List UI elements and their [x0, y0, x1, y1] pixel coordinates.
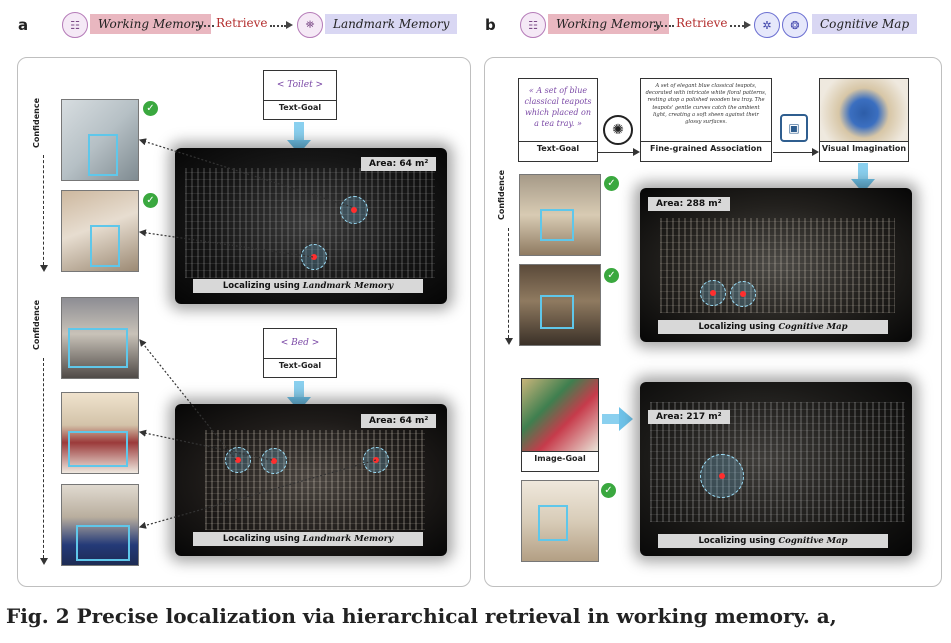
imagined-teapots-image	[820, 79, 908, 141]
teapot-photo-1	[519, 174, 601, 256]
check-icon: ✓	[604, 176, 619, 191]
arrowhead	[812, 148, 819, 156]
arrow-line	[773, 152, 813, 153]
point-cloud-texture	[660, 218, 895, 313]
detection-box	[540, 209, 574, 241]
right-arrow-icon	[619, 407, 633, 431]
imagination-label: Visual Imagination	[820, 141, 908, 155]
area-badge: Area: 217 m²	[648, 410, 730, 424]
panel-b-confidence-arrow	[508, 228, 509, 338]
check-icon: ✓	[604, 268, 619, 283]
point-cloud-map-3: Area: 288 m² Localizing using Cognitive …	[640, 188, 912, 342]
detection-box	[540, 295, 574, 329]
area-badge: Area: 288 m²	[648, 197, 730, 211]
panel-b-confidence-label: Confidence	[497, 170, 506, 220]
point-cloud-map-4: Area: 217 m² Localizing using Cognitive …	[640, 382, 912, 556]
painting-photo	[521, 480, 599, 562]
figure-caption: Fig. 2 Precise localization via hierarch…	[6, 604, 837, 628]
image-generate-icon: ▣	[780, 114, 808, 142]
fine-grained-association: A set of elegant blue classical teapots,…	[640, 78, 772, 162]
visual-imagination: Visual Imagination	[819, 78, 909, 162]
image-goal-label: Image-Goal	[522, 451, 598, 465]
arrowhead	[633, 148, 640, 156]
localizing-label: Localizing using Cognitive Map	[658, 320, 888, 334]
detection-box	[538, 505, 568, 541]
right-arrow-stem	[602, 414, 620, 424]
check-icon: ✓	[601, 483, 616, 498]
arrow-line	[598, 152, 634, 153]
association-label: Fine-grained Association	[641, 141, 771, 155]
association-text: A set of elegant blue classical teapots,…	[641, 79, 771, 141]
location-marker	[700, 280, 726, 306]
localizing-label: Localizing using Cognitive Map	[658, 534, 888, 548]
goal-text: « A set of blue classical teapots which …	[519, 79, 597, 141]
text-goal-teapots: « A set of blue classical teapots which …	[518, 78, 598, 162]
panel-b-confidence-arrowhead	[505, 338, 513, 345]
location-marker	[730, 281, 756, 307]
openai-logo-icon: ✺	[603, 115, 633, 145]
teapot-photo-2	[519, 264, 601, 346]
image-goal: Image-Goal	[521, 378, 599, 472]
location-marker	[700, 454, 744, 498]
image-goal-painting	[522, 379, 598, 451]
goal-label: Text-Goal	[519, 141, 597, 155]
